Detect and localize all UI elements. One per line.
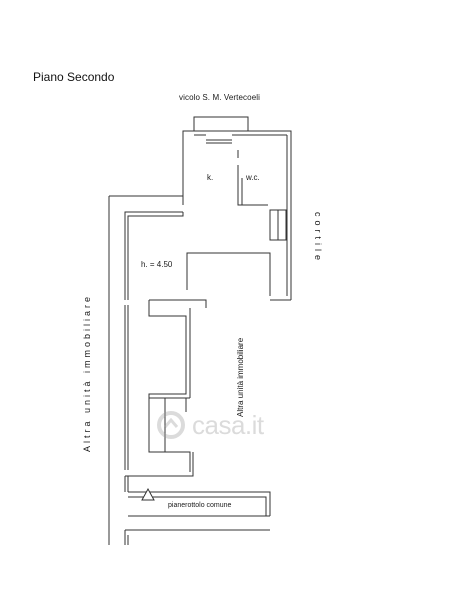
kitchen-label: k.: [207, 173, 214, 182]
partition-2: [148, 398, 191, 472]
partition-1: [149, 299, 207, 308]
street-label: vicolo S. M. Vertecoeli: [179, 93, 260, 102]
watermark: casa.it: [156, 410, 306, 440]
main-room-wall: [124, 211, 183, 300]
bay-window: [193, 116, 249, 131]
stair-arrow-icon: [141, 487, 155, 501]
watermark-text: casa.it: [192, 410, 264, 440]
middle-neighbor-label: Altra unità immobiliare: [236, 337, 245, 417]
casa-logo-icon: [157, 411, 185, 439]
landing-wall: [128, 491, 271, 516]
courtyard-label: cortile: [313, 212, 323, 265]
bathroom-label: w.c.: [246, 173, 260, 182]
outer-wall-top: [182, 130, 292, 300]
landing-label: pianerottolo comune: [168, 502, 232, 509]
plan-title: Piano Secondo: [33, 70, 115, 84]
left-neighbor-label: Altra unità immobiliare: [82, 293, 92, 452]
ceiling-height-label: h. = 4.50: [141, 260, 173, 269]
